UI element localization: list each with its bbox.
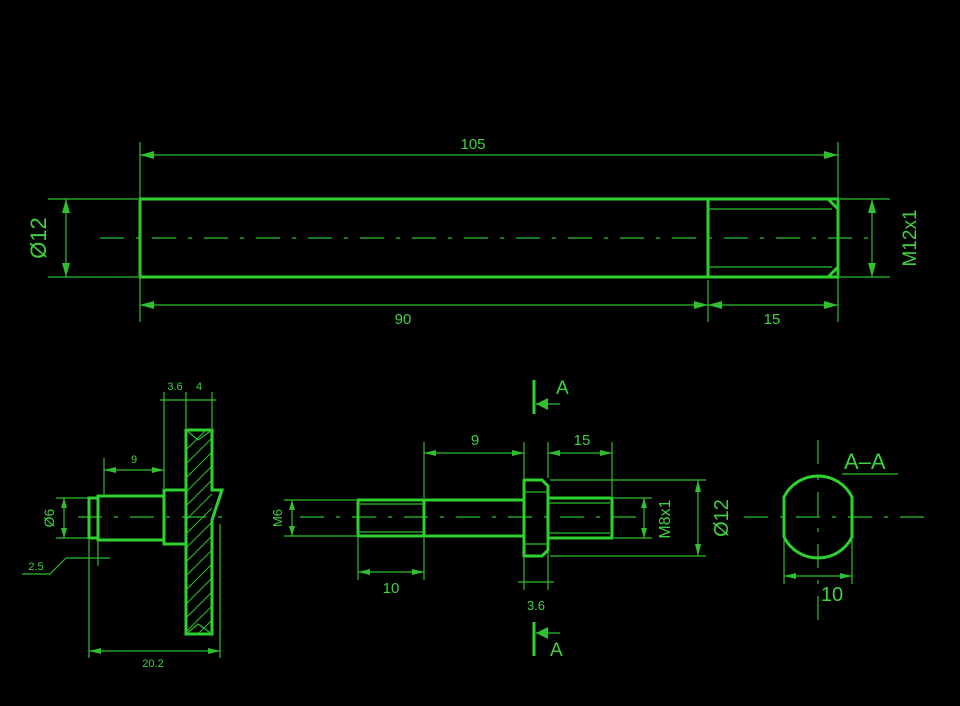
arrowhead: [641, 528, 647, 538]
arrowhead: [152, 467, 164, 473]
arrowhead: [140, 151, 154, 159]
arrowhead: [824, 151, 838, 159]
arrowhead: [424, 450, 436, 456]
section-title: A–A: [844, 449, 886, 474]
shaft-view: 105 90 15 Ø12 M12x1: [26, 136, 921, 328]
arrowhead: [840, 573, 852, 579]
dim-text-dia12-collar: Ø12: [711, 499, 733, 537]
arrowhead: [289, 526, 295, 536]
dim-text-90: 90: [395, 311, 412, 328]
arrowhead: [89, 648, 101, 654]
dim-text-dia6: Ø6: [41, 508, 57, 527]
right-threaded-shank: [546, 496, 614, 540]
disc-groove: [185, 429, 213, 635]
dim-text-15-mid: 15: [574, 432, 591, 449]
detail-middle: 9 15 M6 10 3.6 M8x1: [270, 378, 733, 661]
pin-shank: [96, 494, 166, 542]
dim-text-m6: M6: [270, 509, 285, 527]
arrowhead: [208, 648, 220, 654]
section-marker-top: A: [532, 378, 569, 414]
arrowhead: [868, 199, 876, 213]
dim-text-15: 15: [764, 311, 781, 328]
arrowhead: [695, 480, 701, 492]
dim-text-10-section: 10: [821, 584, 843, 606]
detail-left: 3.6 4 9 Ø6 2.5 20.2: [22, 381, 232, 670]
section-profile: [782, 474, 854, 560]
arrowhead: [104, 467, 116, 473]
dim-text-9: 9: [471, 432, 479, 449]
arrowhead: [140, 301, 154, 309]
dim-text-2-5: 2.5: [28, 561, 43, 573]
arrowhead: [62, 263, 70, 277]
disc-hatch: [186, 430, 212, 634]
dim-text-105: 105: [460, 136, 485, 153]
middle-shank: [422, 498, 526, 538]
arrowhead: [548, 450, 560, 456]
dim-text-m8x1: M8x1: [657, 499, 674, 538]
arrowhead: [824, 301, 838, 309]
arrowhead: [641, 498, 647, 508]
arrowhead: [61, 528, 67, 538]
section-label-top: A: [556, 378, 569, 399]
arrowhead: [62, 199, 70, 213]
arrowhead: [412, 569, 424, 575]
arrowhead: [512, 450, 524, 456]
dim-text-3-6: 3.6: [167, 381, 182, 393]
arrowhead: [695, 544, 701, 556]
arrowhead: [708, 301, 722, 309]
dim-text-9-left: 9: [131, 454, 137, 466]
left-threaded-shank: [356, 498, 426, 538]
arrowhead: [358, 569, 370, 575]
leader-2-5: [22, 557, 67, 575]
dim-text-4: 4: [196, 381, 202, 393]
section-marker-bottom: A: [532, 622, 563, 661]
arrowhead: [289, 500, 295, 510]
section-label-bottom: A: [550, 640, 563, 661]
section-view: A–A 10: [744, 440, 932, 630]
dim-text-10: 10: [383, 580, 400, 597]
collar: [522, 478, 550, 558]
dim-text-3-6-mid: 3.6: [527, 598, 545, 613]
arrowhead: [868, 263, 876, 277]
arrowhead: [784, 573, 796, 579]
arrowhead: [694, 301, 708, 309]
disc-outline: [184, 428, 225, 636]
arrowhead: [600, 450, 612, 456]
dim-text-20-2: 20.2: [142, 658, 163, 670]
arrowhead: [61, 498, 67, 508]
dim-text-m12x1: M12x1: [900, 209, 921, 266]
dim-text-dia12: Ø12: [26, 217, 51, 259]
